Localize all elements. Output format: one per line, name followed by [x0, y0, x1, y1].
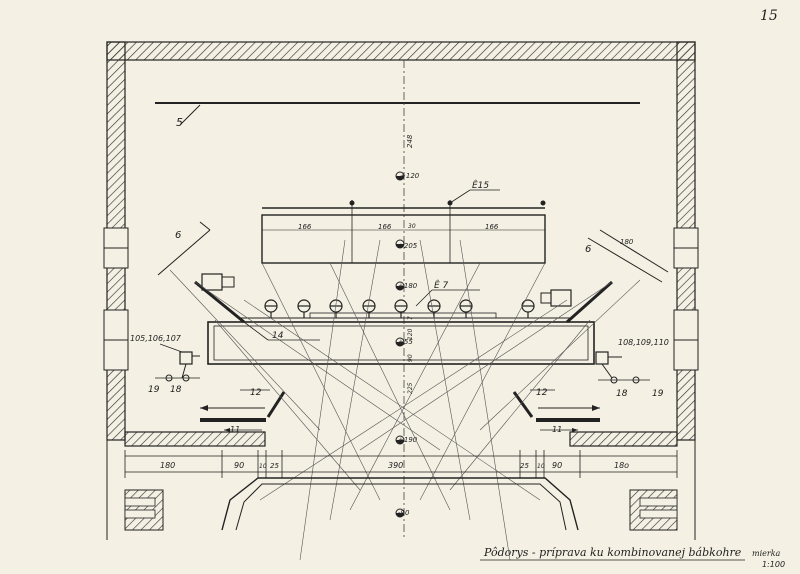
- level-markers: [395, 171, 405, 518]
- b10-right-label: 10: [537, 463, 545, 470]
- b390-label: 390: [388, 461, 403, 470]
- d166-b-label: 166: [378, 223, 392, 231]
- right-device-group: 108,109,110 18 19: [595, 338, 669, 399]
- lv-190-label: +190: [398, 436, 418, 444]
- stage-box-14: 14: [207, 321, 595, 365]
- lower-stage: [106, 440, 696, 540]
- bar-e15-label: Ê15: [472, 179, 489, 191]
- lv-55-label: +55: [398, 338, 413, 346]
- l12-left-label: 12: [250, 388, 262, 398]
- d166-c-label: 166: [485, 223, 499, 231]
- l11-left-label: 11: [230, 425, 240, 434]
- group-right-label: 108,109,110: [618, 338, 669, 347]
- title-block: Pôdorys - príprava ku kombinovanej bábko…: [480, 546, 785, 569]
- b25-left-label: 25: [270, 462, 279, 470]
- b90-left-label: 90: [234, 461, 244, 470]
- d248-label: 248: [406, 134, 414, 148]
- page-number: 15: [760, 8, 778, 24]
- back-curtain-line: 5: [155, 102, 640, 129]
- b25-right-label: 25: [520, 462, 529, 470]
- l18-left-label: 18: [170, 385, 182, 395]
- lv-205-label: +205: [398, 242, 418, 250]
- l19-right-label: 19: [652, 389, 664, 399]
- scale-label: mierka: [752, 549, 781, 558]
- lv-180-label: +180: [398, 282, 418, 290]
- drawing-title: Pôdorys - príprava ku kombinovanej bábko…: [483, 546, 742, 559]
- b90-right-label: 90: [552, 461, 562, 470]
- l18-right-label: 18: [616, 389, 628, 399]
- b180-label: 180: [160, 461, 175, 470]
- d180-right-label: 180: [620, 238, 634, 246]
- l19-left-label: 19: [148, 385, 160, 395]
- bottom-dimensions: 180 90 10 25 390 25 10 90 18o: [124, 450, 678, 478]
- side-6-right-label: 6: [585, 244, 591, 255]
- b10-left-label: 10: [259, 463, 267, 470]
- wall-5-label: 5: [176, 116, 183, 129]
- outer-walls: [103, 41, 699, 447]
- d90-label: 90: [407, 354, 414, 362]
- bar-e7-label: Ê 7: [434, 279, 449, 291]
- d120-label: 120: [407, 328, 414, 340]
- d225-label: 225: [407, 382, 414, 394]
- left-device-group: 105,106,107 19 18: [130, 334, 200, 395]
- front-elements: 12 12 11 11: [200, 388, 600, 434]
- side-6-left-label: 6: [175, 230, 181, 241]
- d30-label: 30: [408, 223, 416, 230]
- lv-120-top-label: +120: [400, 172, 420, 180]
- upper-bar-e15: 166 166 166 30 Ê15: [261, 179, 546, 264]
- group-left-label: 105,106,107: [130, 334, 182, 343]
- label-14-label: 14: [272, 331, 284, 341]
- b180-right-label: 18o: [614, 461, 629, 470]
- side-screens: 6 6 180: [157, 221, 669, 324]
- l11-right-label: 11: [552, 425, 562, 434]
- scale-value: 1:100: [762, 560, 785, 569]
- sight-lines: [169, 239, 641, 561]
- l12-right-label: 12: [536, 388, 548, 398]
- d166-a-label: 166: [298, 223, 312, 231]
